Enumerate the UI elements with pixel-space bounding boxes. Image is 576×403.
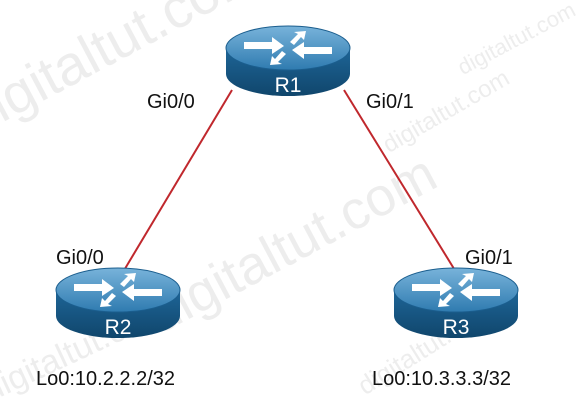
router-r2-label: R2 bbox=[105, 316, 132, 339]
link-r1-r2 bbox=[122, 89, 233, 273]
watermark-text-top-right: digitaltut.com bbox=[453, 0, 576, 80]
loopback-label-r3: Lo0:10.3.3.3/32 bbox=[372, 368, 511, 390]
router-r3: R3 bbox=[393, 267, 519, 339]
router-r2: R2 bbox=[55, 267, 181, 339]
link-r1-r3 bbox=[343, 89, 457, 273]
interface-label-r1-gi0-1: Gi0/1 bbox=[366, 91, 414, 113]
interface-label-r3-gi0-1: Gi0/1 bbox=[465, 247, 513, 269]
router-r1-label: R1 bbox=[275, 74, 302, 97]
interface-label-r1-gi0-0: Gi0/0 bbox=[147, 91, 195, 113]
interface-label-r2-gi0-0: Gi0/0 bbox=[56, 247, 104, 269]
router-r3-label: R3 bbox=[443, 316, 470, 339]
router-r1: R1 bbox=[225, 25, 351, 97]
loopback-label-r2: Lo0:10.2.2.2/32 bbox=[36, 368, 175, 390]
